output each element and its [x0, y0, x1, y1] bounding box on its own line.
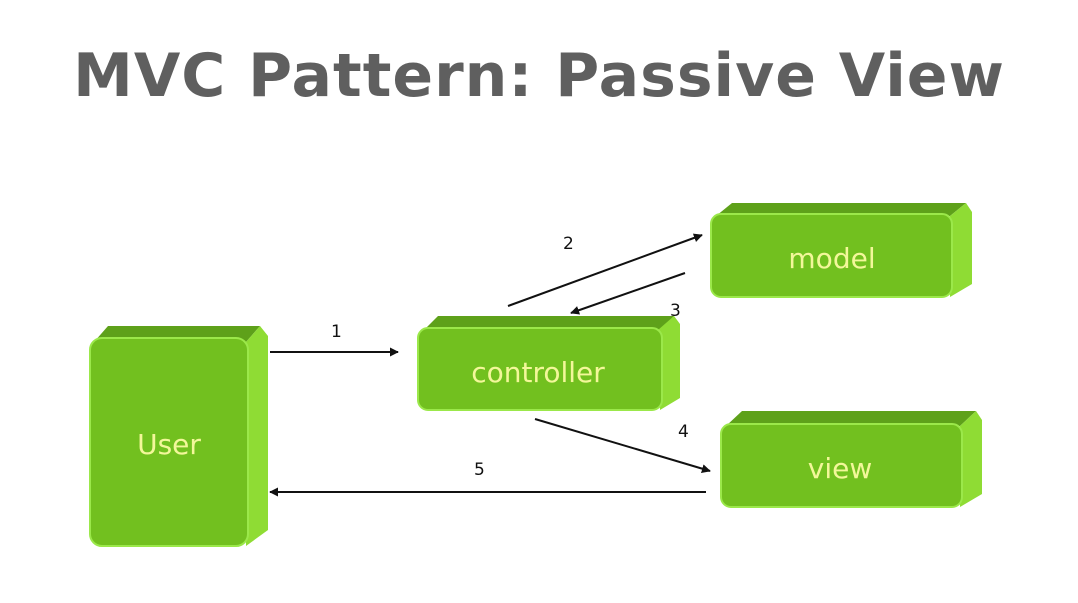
step-label-3: 3 [670, 301, 681, 321]
view-label: view [808, 452, 872, 485]
controller-label: controller [471, 356, 605, 389]
user-label: User [137, 428, 201, 461]
user-box: User [89, 326, 268, 547]
view-box: view [720, 411, 982, 508]
step-label-4: 4 [678, 422, 689, 442]
slide-title: MVC Pattern: Passive View [73, 41, 1005, 111]
step-label-2: 2 [563, 234, 574, 254]
model-box: model [710, 203, 972, 298]
arrow-2-controller-to-model [507, 233, 703, 307]
step-label-1: 1 [331, 322, 342, 342]
arrow-4-controller-to-view [534, 418, 711, 474]
step-label-5: 5 [474, 460, 485, 480]
arrow-3-model-to-controller [570, 272, 686, 315]
controller-box: controller [417, 316, 680, 411]
model-label: model [788, 242, 875, 275]
